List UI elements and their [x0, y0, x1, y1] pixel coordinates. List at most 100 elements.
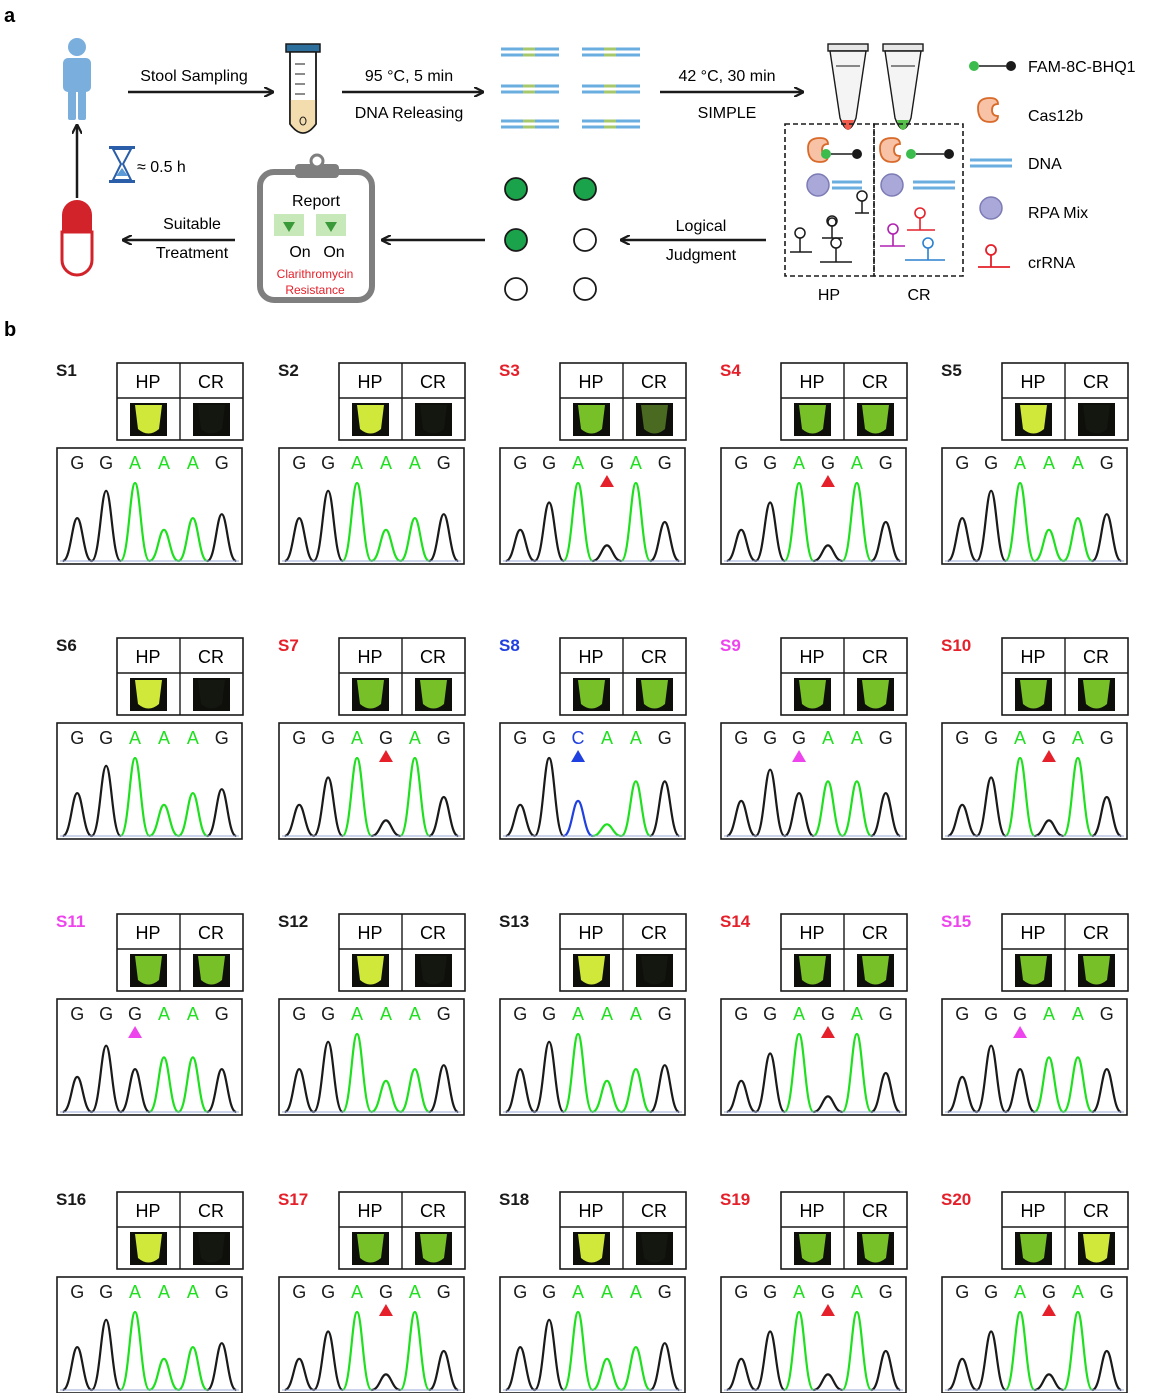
tube-fluorescence [1020, 1234, 1047, 1263]
tube-header-hp: HP [1020, 372, 1045, 392]
base-letter: A [187, 728, 199, 748]
tube-header-hp: HP [357, 647, 382, 667]
tube-header-cr: CR [198, 923, 224, 943]
tube-fluorescence [1083, 956, 1110, 985]
base-letter: G [215, 1004, 229, 1024]
label-temp1: 95 °C, 5 min [365, 68, 453, 85]
mutation-marker [128, 1026, 143, 1038]
trace-peak [841, 780, 873, 838]
tube-header-hp: HP [578, 372, 603, 392]
tube-header-hp: HP [799, 372, 824, 392]
sample-id: S7 [278, 636, 299, 655]
tube-fluorescence [198, 1234, 225, 1263]
sample-id: S9 [720, 636, 741, 655]
tube-fluorescence [641, 1234, 668, 1263]
chromatogram [720, 722, 907, 840]
base-letter: A [158, 453, 170, 473]
label-judgment: Judgment [666, 247, 737, 264]
base-letter: G [879, 1282, 893, 1302]
chromatogram [720, 1276, 907, 1393]
legend-item-crrna: crRNA [978, 244, 1075, 272]
base-letter: G [70, 728, 84, 748]
base-letter: G [821, 1282, 835, 1302]
trace-peak [312, 489, 344, 563]
base-letter: G [658, 728, 672, 748]
base-letter: G [542, 1004, 556, 1024]
trace-peak [312, 1040, 344, 1114]
trace-peak [505, 528, 536, 563]
trace-peak [783, 791, 815, 838]
reaction-tube-cr-icon [882, 43, 924, 130]
label-temp2: 42 °C, 30 min [678, 68, 775, 85]
trace-peak [1091, 513, 1122, 563]
tube-header-hp: HP [578, 923, 603, 943]
sample-id: S16 [56, 1190, 86, 1209]
base-letter: G [984, 1004, 998, 1024]
legend: FAM-8C-BHQ1 Cas12b DNA RPA Mix crRNA [969, 59, 1136, 272]
trace-peak [90, 1044, 122, 1114]
trace-peak [371, 528, 401, 563]
legend-item-reporter: FAM-8C-BHQ1 [969, 59, 1136, 76]
base-letter: G [99, 453, 113, 473]
tube-fluorescence [641, 680, 668, 709]
trace-peak [562, 1032, 594, 1114]
trace-peak [533, 1040, 565, 1114]
sample-id: S20 [941, 1190, 971, 1209]
base-letter: A [630, 728, 642, 748]
dna-strand [501, 119, 559, 129]
sample-id: S3 [499, 361, 520, 380]
tube-header-hp: HP [1020, 1201, 1045, 1221]
tube-header-hp: HP [578, 647, 603, 667]
chromatogram [499, 722, 686, 840]
base-letter: G [821, 453, 835, 473]
dot-positive [573, 177, 597, 201]
base-letter: G [955, 1004, 969, 1024]
trace-peak [533, 756, 565, 838]
base-letter: A [409, 1282, 421, 1302]
trace-peak [649, 1064, 680, 1114]
trace-peak [870, 791, 901, 838]
tube-fluorescence [578, 680, 605, 709]
base-letter: A [351, 453, 363, 473]
tube-fluorescence [420, 405, 447, 434]
base-letter: A [1072, 1004, 1084, 1024]
tube-header-cr: CR [198, 1201, 224, 1221]
pill-icon [60, 200, 94, 277]
base-letter: G [437, 1282, 451, 1302]
base-letter: A [1072, 728, 1084, 748]
base-letter: A [129, 728, 141, 748]
base-letter: G [734, 1004, 748, 1024]
base-letter: G [984, 1282, 998, 1302]
tube-fluorescence [641, 405, 668, 434]
trace-peak [620, 780, 652, 838]
base-letter: A [1043, 453, 1055, 473]
base-letter: A [351, 1004, 363, 1024]
trace-peak [783, 1032, 815, 1114]
sample-id: S2 [278, 361, 299, 380]
tube-fluorescence [198, 405, 225, 434]
trace-peak [1062, 756, 1094, 838]
trace-peak [533, 1318, 565, 1392]
base-letter: G [321, 1282, 335, 1302]
base-letter: G [513, 1282, 527, 1302]
base-letter: G [292, 1282, 306, 1302]
tube-fluorescence [1083, 1234, 1110, 1263]
base-letter: G [1100, 453, 1114, 473]
chromatogram [278, 998, 465, 1116]
trace-peak [1062, 1310, 1094, 1392]
label-cr: CR [907, 287, 930, 304]
trace-peak [90, 764, 122, 838]
trace-peak [1091, 1067, 1122, 1114]
chromatogram [720, 447, 907, 565]
base-letter: A [601, 1282, 613, 1302]
tube-fluorescence [357, 1234, 384, 1263]
dot-negative [573, 277, 597, 301]
report-resistance: Resistance [285, 283, 345, 297]
base-letter: G [70, 1004, 84, 1024]
trace-peak [119, 481, 151, 563]
